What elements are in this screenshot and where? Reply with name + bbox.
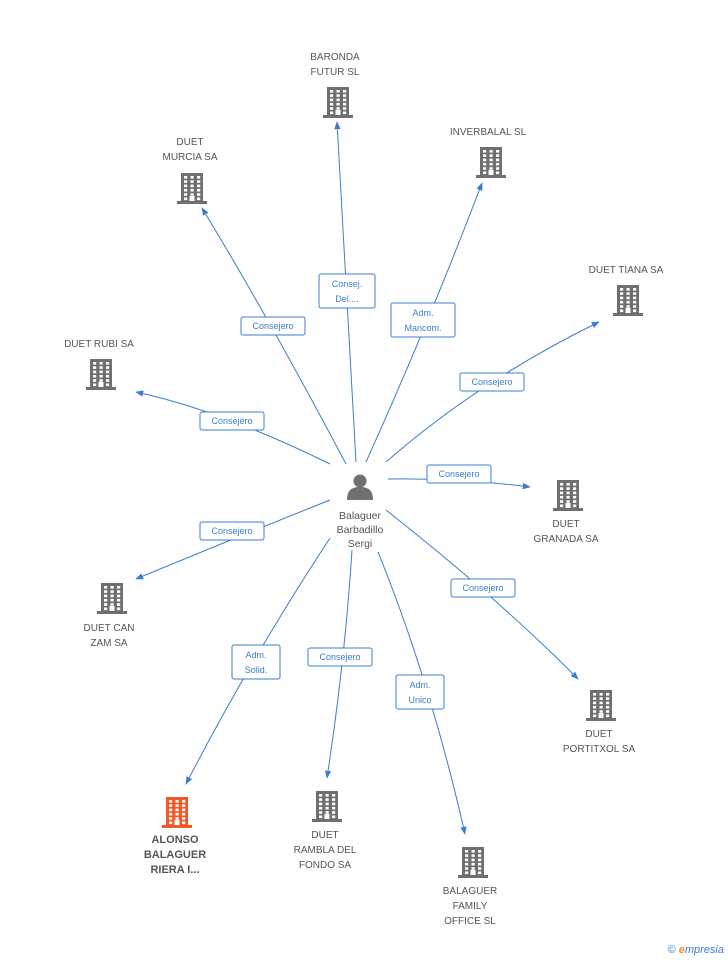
center-name-line-2: Barbadillo bbox=[337, 524, 384, 536]
company-name-line: BALAGUER bbox=[443, 886, 497, 897]
relation-box bbox=[307, 647, 373, 667]
company-name-line: INVERBALAL SL bbox=[450, 127, 527, 138]
building-icon bbox=[97, 583, 127, 614]
relation-text: Adm. bbox=[245, 650, 266, 660]
company-name-line: FONDO SA bbox=[299, 860, 352, 871]
relation-text: Consejero bbox=[252, 321, 293, 331]
building-icon bbox=[86, 359, 116, 390]
empresia-watermark: © empresia bbox=[668, 944, 724, 956]
building-icon bbox=[458, 847, 488, 878]
company-node-inverbalal[interactable]: INVERBALAL SL bbox=[450, 127, 527, 178]
company-name-line: RAMBLA DEL bbox=[294, 845, 357, 856]
company-node-duet-granada[interactable]: DUET GRANADA SA bbox=[533, 480, 599, 545]
company-name-line: DUET CAN bbox=[84, 623, 135, 634]
building-icon bbox=[476, 147, 506, 178]
center-person[interactable]: Balaguer Barbadillo Sergi bbox=[337, 474, 384, 551]
relation-box bbox=[240, 316, 306, 336]
relation-box bbox=[450, 578, 516, 598]
relation-text: Consej. bbox=[332, 279, 363, 289]
company-node-duet-tiana[interactable]: DUET TIANA SA bbox=[589, 265, 664, 316]
center-name-line-3: Sergi bbox=[348, 538, 373, 550]
company-node-duet-rambla[interactable]: DUET RAMBLA DEL FONDO SA bbox=[294, 791, 357, 871]
company-name-line: FAMILY bbox=[453, 901, 488, 912]
company-name-line: OFFICE SL bbox=[444, 916, 496, 927]
company-name-line: ZAM SA bbox=[90, 638, 128, 649]
company-name-line: DUET bbox=[585, 729, 612, 740]
company-name-line: PORTITXOL SA bbox=[563, 744, 636, 755]
relation-box bbox=[199, 521, 265, 541]
relation-label-duet-rambla[interactable]: Consejero bbox=[307, 647, 373, 667]
relation-label-baronda[interactable]: Consej. Del.... bbox=[318, 273, 376, 309]
building-icon bbox=[162, 797, 192, 828]
relation-text: Adm. bbox=[409, 680, 430, 690]
center-name-line-1: Balaguer bbox=[339, 510, 382, 522]
relation-label-duet-murcia[interactable]: Consejero bbox=[240, 316, 306, 336]
relation-text: Consejero bbox=[211, 526, 252, 536]
relation-text: Consejero bbox=[319, 652, 360, 662]
relation-text: Consejero bbox=[211, 416, 252, 426]
company-name-line: RIERA I... bbox=[150, 864, 199, 876]
relation-label-alonso-balaguer[interactable]: Adm. Solid. bbox=[231, 644, 281, 680]
relation-label-duet-portitxol[interactable]: Consejero bbox=[450, 578, 516, 598]
relation-box bbox=[426, 464, 492, 484]
company-node-duet-murcia[interactable]: DUET MURCIA SA bbox=[162, 137, 218, 204]
relation-label-duet-can-zam[interactable]: Consejero bbox=[199, 521, 265, 541]
company-node-balaguer-family[interactable]: BALAGUER FAMILY OFFICE SL bbox=[443, 847, 497, 927]
relation-box bbox=[459, 372, 525, 392]
person-icon bbox=[347, 474, 373, 500]
relation-text: Consejero bbox=[438, 469, 479, 479]
relation-text: Consejero bbox=[462, 583, 503, 593]
company-name-line: GRANADA SA bbox=[533, 534, 598, 545]
relation-box bbox=[390, 302, 456, 338]
company-node-alonso-balaguer[interactable]: ALONSO BALAGUER RIERA I... bbox=[144, 797, 206, 876]
relation-text: Unico bbox=[408, 695, 431, 705]
building-icon bbox=[312, 791, 342, 822]
relation-text: Mancom. bbox=[404, 323, 441, 333]
company-name-line: DUET bbox=[311, 830, 338, 841]
company-name-line: FUTUR SL bbox=[311, 67, 360, 78]
relation-label-duet-tiana[interactable]: Consejero bbox=[459, 372, 525, 392]
company-name-line: MURCIA SA bbox=[162, 152, 217, 163]
building-icon bbox=[613, 285, 643, 316]
relation-text: Adm. bbox=[412, 308, 433, 318]
relation-box bbox=[395, 674, 445, 710]
company-node-duet-rubi[interactable]: DUET RUBI SA bbox=[64, 339, 134, 390]
relation-label-inverbalal[interactable]: Adm. Mancom. bbox=[390, 302, 456, 338]
relation-box bbox=[318, 273, 376, 309]
building-icon bbox=[553, 480, 583, 511]
copyright-symbol: © bbox=[667, 944, 676, 956]
company-name-line: DUET bbox=[176, 137, 203, 148]
relation-label-duet-rubi[interactable]: Consejero bbox=[199, 411, 265, 431]
company-node-duet-portitxol[interactable]: DUET PORTITXOL SA bbox=[563, 690, 636, 755]
company-node-baronda[interactable]: BARONDA FUTUR SL bbox=[310, 52, 360, 118]
company-name-line: ALONSO bbox=[151, 834, 199, 846]
relation-text: Solid. bbox=[245, 665, 268, 675]
building-icon bbox=[177, 173, 207, 204]
building-icon bbox=[586, 690, 616, 721]
company-node-duet-can-zam[interactable]: DUET CAN ZAM SA bbox=[84, 583, 135, 649]
relation-text: Consejero bbox=[471, 377, 512, 387]
building-icon bbox=[323, 87, 353, 118]
brand-logo-text: mpresia bbox=[684, 944, 724, 956]
relation-label-balaguer-family[interactable]: Adm. Unico bbox=[395, 674, 445, 710]
company-name-line: DUET bbox=[552, 519, 579, 530]
relation-text: Del.... bbox=[335, 294, 359, 304]
company-name-line: BALAGUER bbox=[144, 849, 206, 861]
company-name-line: DUET TIANA SA bbox=[589, 265, 664, 276]
company-name-line: BARONDA bbox=[310, 52, 360, 63]
company-name-line: DUET RUBI SA bbox=[64, 339, 134, 350]
brand-logo-e: e bbox=[678, 944, 685, 956]
relation-box bbox=[199, 411, 265, 431]
relation-label-duet-granada[interactable]: Consejero bbox=[426, 464, 492, 484]
relation-box bbox=[231, 644, 281, 680]
